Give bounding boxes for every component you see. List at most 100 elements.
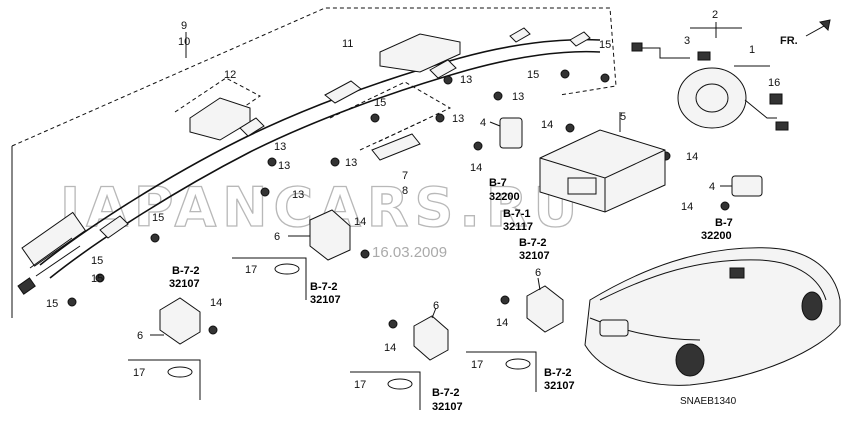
bolt-13-e — [443, 75, 453, 85]
bolt-15-f — [600, 73, 610, 83]
callout-5: 5 — [620, 111, 626, 123]
callout-10: 10 — [178, 36, 190, 48]
bolt-13-b — [260, 187, 270, 197]
curtain-bracket-b — [239, 117, 265, 137]
callout-numbers: 9 10 11 12 2 3 1 16 15 15 15 15 15 15 15… — [46, 9, 780, 391]
curtain-bracket-a — [99, 215, 129, 239]
bolt-13-d — [435, 113, 445, 123]
callout-6-d: 6 — [535, 267, 541, 279]
label-17-c-frame — [350, 371, 421, 410]
callout-13-f: 13 — [512, 91, 524, 103]
bolt-14-b — [473, 141, 483, 151]
callout-14-b: 14 — [470, 162, 482, 174]
callout-14-a: 14 — [541, 119, 553, 131]
ref-b71-section[interactable]: B-7-1 — [503, 208, 531, 220]
cable-reel-hub — [695, 83, 729, 113]
ref-b72-srs-section[interactable]: B-7-2 — [519, 237, 547, 249]
car-srs-marker — [729, 267, 745, 279]
ref-b72-d-section[interactable]: B-7-2 — [544, 367, 572, 379]
callout-14-c: 14 — [686, 151, 698, 163]
car-front-wheel — [801, 291, 823, 321]
front-arrow-icon — [805, 19, 831, 37]
ref-b72-a-number[interactable]: 32107 — [310, 294, 341, 306]
side-impact-sensor-b — [150, 297, 201, 345]
reel-connector-b — [697, 51, 711, 61]
ref-b72-b-section[interactable]: B-7-2 — [172, 265, 200, 277]
callout-14-e: 14 — [354, 216, 366, 228]
srs-unit-connector — [567, 177, 597, 195]
ref-b7-a-number[interactable]: 32200 — [489, 191, 520, 203]
callout-17-a: 17 — [245, 264, 257, 276]
callout-15-f: 15 — [599, 39, 611, 51]
bolt-15-d — [370, 113, 380, 123]
callout-15-g: 15 — [91, 273, 103, 285]
callout-6-c: 6 — [433, 300, 439, 312]
front-direction-label: FR. — [780, 35, 798, 47]
ref-b7-a-section[interactable]: B-7 — [489, 177, 507, 189]
ref-b72-d-number[interactable]: 32107 — [544, 380, 575, 392]
ref-b72-srs-number[interactable]: 32107 — [519, 250, 550, 262]
ref-b72-c-section[interactable]: B-7-2 — [432, 387, 460, 399]
callout-14-g: 14 — [384, 342, 396, 354]
callout-15-b: 15 — [91, 255, 103, 267]
callout-11: 11 — [342, 38, 353, 50]
curtain-bracket-c — [324, 80, 362, 104]
ref-b71-number[interactable]: 32117 — [503, 221, 533, 233]
label-17-a — [232, 257, 307, 300]
diagram-code: SNAEB1340 — [680, 396, 737, 407]
ref-b72-a-section[interactable]: B-7-2 — [310, 281, 338, 293]
callout-1: 1 — [749, 44, 755, 56]
vehicle-location-illustration — [584, 247, 841, 386]
reel-harness-16 — [744, 99, 777, 119]
callout-15-c: 15 — [46, 298, 58, 310]
sensor-6-b-body — [159, 297, 201, 345]
curtain-bracket-11 — [379, 33, 461, 73]
car-body — [584, 247, 841, 386]
label-17-a-ellipse — [274, 263, 300, 275]
callout-13-b: 13 — [292, 189, 304, 201]
section-references[interactable]: B-7 32200 B-7-1 32117 B-7-2 32107 B-7 32… — [169, 177, 733, 413]
callout-17-d: 17 — [471, 359, 483, 371]
callout-13-c: 13 — [345, 157, 357, 169]
curtain-bracket-d — [429, 59, 457, 79]
curtain-group-outline — [11, 7, 617, 147]
ref-b7-b-number[interactable]: 32200 — [701, 230, 732, 242]
leader-4-a — [489, 121, 501, 127]
callout-15-d: 15 — [374, 97, 386, 109]
car-rear-wheel — [675, 343, 705, 377]
inflator-line-1 — [29, 237, 73, 269]
bolt-13-c — [330, 157, 340, 167]
bolt-14-h — [500, 295, 510, 305]
cable-reel — [631, 22, 789, 131]
bolt-13-f — [493, 91, 503, 101]
label-17-d-ellipse — [505, 358, 531, 370]
curtain-inflator — [17, 211, 87, 295]
car-roof-line — [599, 259, 827, 301]
inflator-line-2 — [35, 245, 81, 277]
callout-14-h: 14 — [496, 317, 508, 329]
callout-4-b: 4 — [709, 181, 715, 193]
callout-9: 9 — [181, 20, 187, 32]
callout-6-a: 6 — [274, 231, 280, 243]
leader-6-d — [537, 277, 541, 291]
curtain-airbag-tube-bottom — [49, 50, 601, 279]
date-stamp: 16.03.2009 — [372, 244, 447, 261]
bolt-15-b — [95, 273, 105, 283]
ref-b7-b-section[interactable]: B-7 — [715, 217, 733, 229]
callout-13-g: 13 — [278, 160, 290, 172]
label-17-a-frame — [232, 257, 307, 300]
bolt-13-a — [267, 157, 277, 167]
callout-16: 16 — [768, 77, 780, 89]
curtain-bracket-7 — [371, 133, 421, 161]
bolt-15-e — [560, 69, 570, 79]
bolt-14-f — [208, 325, 218, 335]
sensor-4-b-body — [731, 175, 763, 197]
ref-b72-c-number[interactable]: 32107 — [432, 401, 463, 413]
label-17-c-ellipse — [387, 378, 413, 390]
callout-13-a: 13 — [274, 141, 286, 153]
callout-14-d: 14 — [681, 201, 693, 213]
ref-b72-b-number[interactable]: 32107 — [169, 278, 200, 290]
label-17-d-frame — [466, 351, 537, 392]
callout-13-e: 13 — [460, 74, 472, 86]
